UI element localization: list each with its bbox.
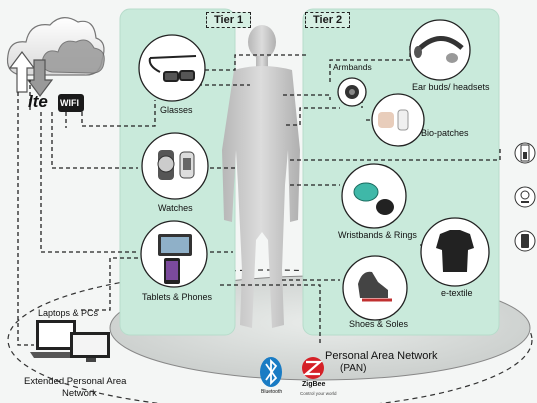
wristbands-label: Wristbands & Rings — [338, 230, 417, 240]
zigbee-label: ZigBee — [302, 381, 326, 388]
zigbee-tagline: Control your world — [300, 391, 337, 396]
laptop-icon — [30, 320, 110, 362]
wifi-icon — [58, 94, 84, 112]
glasses-icon — [148, 55, 197, 82]
tablets-phones-label: Tablets & Phones — [142, 292, 213, 302]
pan-label-line2: (PAN) — [340, 363, 367, 374]
tier1-label: Tier 1 — [206, 12, 252, 28]
headset-icon — [414, 36, 464, 63]
glasses-label: Glasses — [160, 105, 193, 115]
bio-patch-icon — [378, 109, 409, 131]
earbuds-label: Ear buds/ headsets — [412, 82, 490, 92]
watches-circle — [141, 132, 209, 200]
battery-icon — [514, 142, 536, 164]
lte-label: lte — [28, 92, 48, 111]
tablet-icon — [514, 230, 536, 252]
tier2-label: Tier 2 — [305, 12, 351, 28]
shoes-label: Shoes & Soles — [349, 319, 409, 329]
laptops-label: Laptops & PCs — [38, 308, 99, 318]
headset-circle — [409, 19, 471, 81]
bluetooth-label: Bluetooth — [261, 389, 283, 395]
etextile-label: e-textile — [441, 288, 473, 298]
armband-icon — [345, 85, 359, 99]
epan-label-line1: Extended Personal Area — [24, 376, 127, 387]
shirt-icon — [436, 230, 474, 272]
human-silhouette — [222, 25, 300, 328]
wifi-label: WIFI — [60, 98, 79, 108]
bluetooth-icon — [260, 357, 282, 387]
watch-icon — [157, 150, 195, 180]
zigbee-icon — [302, 357, 324, 379]
wristband-icon — [353, 182, 394, 215]
glasses-circle — [138, 34, 206, 102]
tablet-phone-icon — [158, 234, 192, 284]
webcam-icon — [514, 186, 536, 208]
biopatches-label: Bio-patches — [421, 128, 469, 138]
shoe-icon — [358, 271, 392, 302]
epan-label-line2: Network — [62, 388, 97, 399]
watches-label: Watches — [158, 203, 193, 213]
armbands-label: Armbands — [333, 62, 372, 72]
updown-arrows — [8, 51, 54, 97]
pan-label-line1: Personal Area Network — [325, 350, 438, 362]
